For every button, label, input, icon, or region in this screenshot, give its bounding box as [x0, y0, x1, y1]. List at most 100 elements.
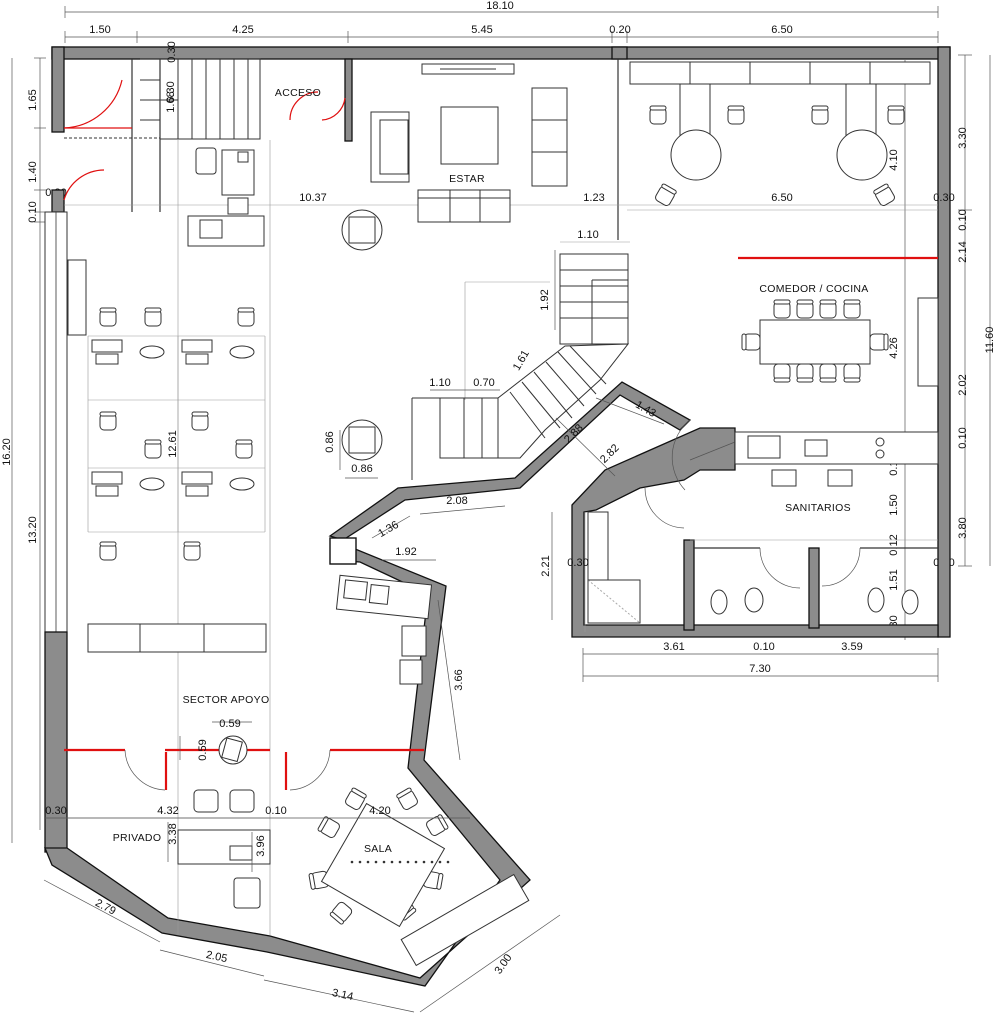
dim-top-2: 4.25 [232, 24, 253, 36]
door-swings [124, 419, 861, 791]
chair-icon [869, 333, 889, 351]
chair-icon [317, 816, 340, 838]
chair-icon [819, 299, 837, 319]
column-square [329, 537, 357, 565]
dim-bot-314: 3.14 [331, 987, 354, 1003]
dim-bot-205: 2.05 [205, 949, 228, 965]
room-label-acceso: ACCESO [275, 87, 321, 99]
dim-top-5: 6.50 [771, 24, 792, 36]
round-table [670, 129, 722, 181]
dim-col-086h: 0.86 [324, 431, 336, 452]
chair-icon [144, 439, 162, 459]
dim-stair-110b: 1.10 [429, 377, 450, 389]
interior-dimension-lines [43, 250, 939, 1013]
walls [44, 46, 951, 987]
wall-sanitarios [571, 427, 939, 638]
dim-right-202: 2.02 [957, 374, 969, 395]
room-label-sector-apoyo: SECTOR APOYO [183, 694, 270, 706]
dim-priv-396: 3.96 [255, 835, 267, 856]
dim-right-330: 3.30 [957, 127, 969, 148]
wall-left-mid [51, 189, 65, 213]
grid-lines [64, 140, 938, 935]
chair-icon [773, 299, 791, 319]
dim-wall-366: 3.66 [453, 669, 465, 690]
dim-col-086w: 0.86 [351, 463, 372, 475]
dim-stair-168: 1.68 [165, 91, 177, 112]
dim-col-059b: 0.59 [197, 739, 209, 760]
dim-row-650: 6.50 [771, 192, 792, 204]
sofa-bottom [417, 189, 511, 223]
chair-icon [144, 307, 162, 327]
dim-stair-161: 1.61 [511, 348, 532, 373]
dim-right-426: 4.26 [888, 337, 900, 358]
dim-right-214: 2.14 [957, 241, 969, 262]
dim-priv-030: 0.30 [45, 805, 66, 817]
chair-icon [727, 105, 745, 125]
chair-icon [426, 814, 449, 836]
dim-right-012b: 0.12 [888, 534, 900, 555]
storage-cabinets [67, 259, 267, 653]
dim-col-059a: 0.59 [219, 718, 240, 730]
apoyo-furniture [335, 574, 433, 685]
dim-san-010: 0.10 [753, 641, 774, 653]
room-label-sala: SALA [364, 843, 392, 855]
top-dimension-lines [64, 6, 939, 43]
wall-left-upper [51, 46, 65, 133]
chair-icon [649, 105, 667, 125]
workstation-desk [181, 339, 255, 365]
chair-icon [99, 541, 117, 561]
dim-wall-208: 2.08 [446, 495, 467, 507]
chair-icon [811, 105, 829, 125]
chair-icon [396, 787, 418, 810]
wall-left-lower [44, 631, 68, 853]
right-dimension-lines [904, 54, 991, 640]
dim-left-1320: 13.20 [27, 516, 39, 544]
dim-left-010: 0.10 [27, 201, 39, 222]
chair-icon [843, 363, 861, 383]
dim-top-total: 18.10 [486, 0, 514, 12]
dim-desk-1261: 12.61 [167, 430, 179, 458]
dim-priv-432: 4.32 [157, 805, 178, 817]
sofa-right [531, 87, 568, 187]
privado-furniture [177, 789, 271, 909]
round-table [836, 129, 888, 181]
wall-right [937, 46, 951, 638]
dim-stair-030: 0.30 [165, 81, 177, 102]
room-label-sanitarios: SANITARIOS [785, 502, 851, 514]
dining-table [759, 319, 871, 365]
dim-priv-010: 0.10 [265, 805, 286, 817]
chair-icon [655, 183, 677, 206]
dim-right-150: 1.50 [888, 494, 900, 515]
coffee-table [440, 106, 499, 165]
comedor-furniture [629, 61, 939, 465]
dim-san-361: 3.61 [663, 641, 684, 653]
stairs [140, 58, 630, 480]
dim-stair-110: 1.10 [577, 229, 598, 241]
dim-left-1620: 16.20 [1, 438, 13, 466]
sala-dots [350, 860, 450, 864]
dim-right-151: 1.51 [888, 569, 900, 590]
dim-row-123: 1.23 [583, 192, 604, 204]
sala-furniture [320, 802, 530, 967]
chair-icon [237, 307, 255, 327]
chair-icon [819, 363, 837, 383]
dim-row-1037: 10.37 [299, 192, 327, 204]
dim-san-359: 3.59 [841, 641, 862, 653]
chair-icon [345, 787, 367, 810]
dim-wall-192: 1.92 [395, 546, 416, 558]
chair-icon [99, 411, 117, 431]
chair-icon [183, 541, 201, 561]
chair-icon [773, 363, 791, 383]
dim-right-410: 4.10 [888, 149, 900, 170]
workstation-desk [91, 339, 165, 365]
workstation-desk [91, 471, 165, 497]
dim-san-030: 0.30 [567, 557, 588, 569]
dim-stair-192: 1.92 [539, 289, 551, 310]
dim-right-010b: 0.10 [957, 427, 969, 448]
estar-furniture [370, 63, 568, 223]
chair-icon [796, 363, 814, 383]
chair-icon [235, 439, 253, 459]
chair-icon [796, 299, 814, 319]
acceso-desk [187, 147, 265, 247]
